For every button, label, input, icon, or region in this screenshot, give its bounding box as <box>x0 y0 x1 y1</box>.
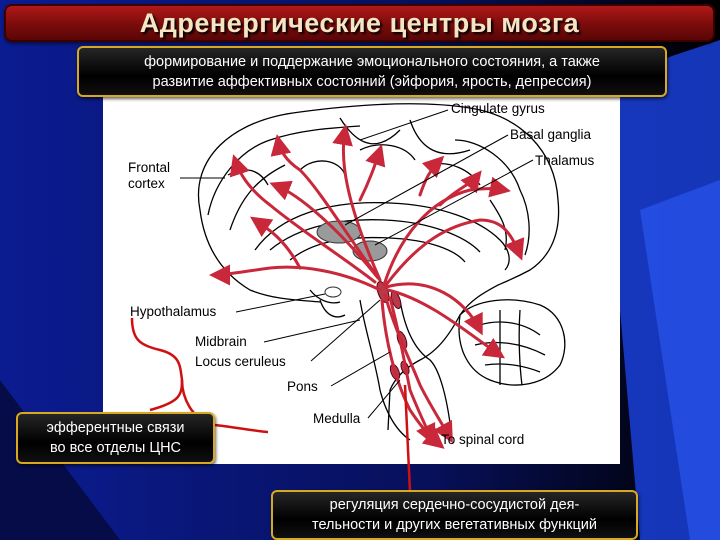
callout-emotional-state: формирование и поддержание эмоциональног… <box>77 46 667 97</box>
label-cortex: cortex <box>128 176 165 191</box>
label-locus-ceruleus: Locus ceruleus <box>195 354 286 369</box>
label-spinal-cord: To spinal cord <box>441 432 524 447</box>
red-connector-line <box>403 384 412 493</box>
label-cingulate-gyrus: Cingulate gyrus <box>451 101 545 116</box>
label-thalamus: Thalamus <box>535 153 595 168</box>
callout-line: во все отделы ЦНС <box>49 440 182 456</box>
label-midbrain: Midbrain <box>195 334 247 349</box>
title-bar: Адренергические центры мозга <box>4 4 715 42</box>
callout-line: тельности и других вегетативных функций <box>312 517 597 533</box>
slide-title: Адренергические центры мозга <box>139 7 580 38</box>
callout-line: регуляция сердечно-сосудистой дея- <box>329 497 580 513</box>
callout-line: формирование и поддержание эмоциональног… <box>144 54 600 70</box>
label-pons: Pons <box>287 379 318 394</box>
callout-line: развитие аффективных состояний (эйфория,… <box>152 74 592 90</box>
callout-cardiovascular-regulation: регуляция сердечно-сосудистой дея- тельн… <box>271 490 638 540</box>
label-basal-ganglia: Basal ganglia <box>510 127 592 142</box>
callout-efferent-connections: эфферентные связи во все отделы ЦНС <box>16 412 215 464</box>
label-hypothalamus: Hypothalamus <box>130 304 217 319</box>
leader-lines <box>180 109 534 419</box>
projection-arrows <box>209 124 525 449</box>
label-frontal: Frontal <box>128 160 170 175</box>
hypothalamus-shape <box>324 286 342 298</box>
callout-line: эфферентные связи <box>46 420 185 436</box>
label-medulla: Medulla <box>313 411 361 426</box>
